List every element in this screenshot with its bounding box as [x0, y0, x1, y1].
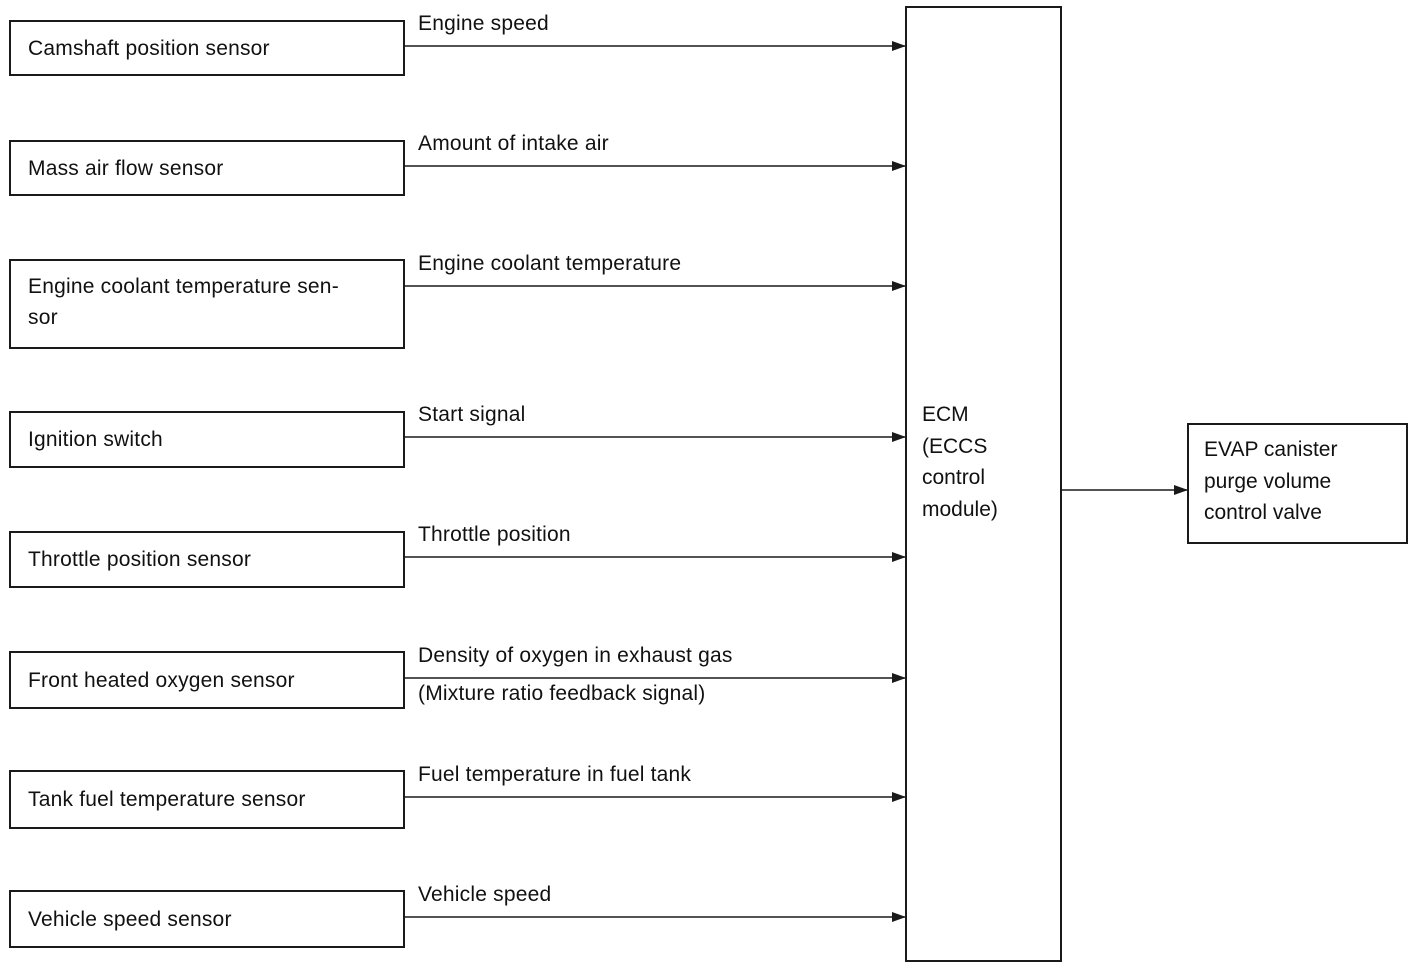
- sensor-label: Mass air flow sensor: [28, 157, 224, 180]
- sensor-box: Vehicle speed sensor: [9, 890, 405, 948]
- signal-label: Start signal: [418, 403, 526, 426]
- signal-label: Engine coolant temperature: [418, 252, 682, 275]
- sensor-label: Camshaft position sensor: [28, 37, 270, 60]
- sensor-box: Ignition switch: [9, 411, 405, 468]
- sensor-box: Throttle position sensor: [9, 531, 405, 588]
- sensor-label: Front heated oxygen sensor: [28, 669, 295, 692]
- sensor-label: Vehicle speed sensor: [28, 908, 232, 931]
- signal-label: Engine speed: [418, 12, 549, 35]
- sensor-label: Engine coolant temperature sen- sor: [28, 275, 339, 329]
- signal-label: Amount of intake air: [418, 132, 609, 155]
- sensor-box: Front heated oxygen sensor: [9, 651, 405, 709]
- evap-valve-box: EVAP canister purge volume control valve: [1187, 423, 1408, 544]
- sensor-label: Throttle position sensor: [28, 548, 252, 571]
- signal-label: Throttle position: [418, 523, 571, 546]
- sensor-box: Camshaft position sensor: [9, 20, 405, 76]
- signal-sublabel: (Mixture ratio feedback signal): [418, 682, 706, 705]
- signal-label: Fuel temperature in fuel tank: [418, 763, 692, 786]
- sensor-box: Mass air flow sensor: [9, 140, 405, 196]
- sensor-box: Engine coolant temperature sen- sor: [9, 259, 405, 349]
- ecm-box: ECM (ECCS control module): [905, 6, 1062, 962]
- ecm-label: ECM (ECCS control module): [922, 403, 998, 521]
- sensor-label: Tank fuel temperature sensor: [28, 788, 306, 811]
- signal-label: Vehicle speed: [418, 883, 552, 906]
- sensor-box: Tank fuel temperature sensor: [9, 770, 405, 829]
- evap-valve-label: EVAP canister purge volume control valve: [1204, 438, 1338, 524]
- signal-label: Density of oxygen in exhaust gas: [418, 644, 733, 667]
- sensor-label: Ignition switch: [28, 428, 163, 451]
